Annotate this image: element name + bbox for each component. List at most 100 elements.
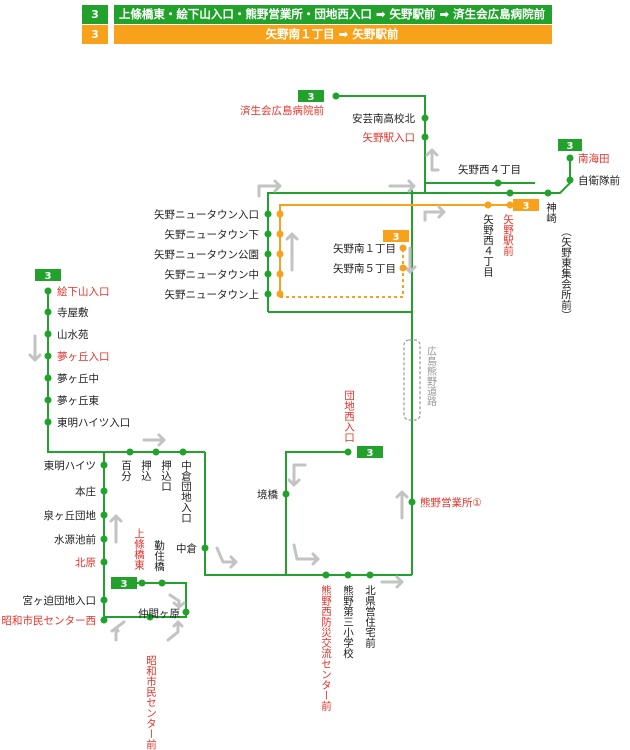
stop-dot <box>276 210 284 218</box>
stop-label-tomei-heights: 東明ハイツ <box>44 459 96 472</box>
stop-label-kanzaki-note: （矢野東集会所前） <box>560 226 572 321</box>
stop-label-honjo: 本庄 <box>75 485 96 498</box>
vertical-stop-labels: 矢野西４丁目 矢野駅前 神崎 （矢野東集会所前） 広島熊野道路 百分 押込 押込… <box>120 201 572 750</box>
stop-dot <box>264 230 272 238</box>
route-badge-minamikaida <box>558 139 582 151</box>
stop-label-kumano-nishi-bosai: 熊野西防災交流センター前 <box>320 584 332 712</box>
stop-dot <box>44 287 52 295</box>
route-badge-yanoeki <box>513 199 539 211</box>
route-badge-saiseikai <box>298 90 324 102</box>
arrow-icon <box>292 543 320 566</box>
stop-label-kitahara: 北原 <box>75 557 96 569</box>
stop-dot <box>264 250 272 258</box>
stop-label-yumegaoka-higashi: 夢ヶ丘東 <box>57 394 99 407</box>
stop-dot <box>276 290 284 298</box>
stop-dot <box>44 352 52 360</box>
stop-label-eshitayama: 絵下山入口 <box>57 285 110 298</box>
arrow-icon <box>395 490 409 520</box>
stop-label-yano-nishi4-horizontal: 矢野西４丁目 <box>458 163 521 176</box>
stop-label-izumigaoka-danchi: 泉ヶ丘団地 <box>44 509 97 522</box>
arrow-icon <box>425 148 440 172</box>
stop-dot <box>366 571 374 579</box>
orange-route-lines <box>279 204 510 298</box>
stop-label-jiyashiki: 寺屋敷 <box>57 306 89 319</box>
stop-label-nakakura: 中倉 <box>176 542 197 555</box>
stop-label-showa-shimin-center-mae: 昭和市民センター前 <box>145 655 157 750</box>
stop-label-kumano-daisan-shogakko: 熊野第三小学校 <box>342 584 354 659</box>
arrow-icon <box>215 546 238 569</box>
green-line-kanzaki <box>548 155 571 194</box>
stop-label-yumegaoka-naka: 夢ヶ丘中 <box>57 372 99 385</box>
stop-dot <box>276 250 284 258</box>
arrow-icon <box>142 433 166 447</box>
stop-dot <box>484 201 492 209</box>
route-badge-yanominami <box>383 230 409 242</box>
route-badge-saiseikai-label: 3 <box>308 92 315 103</box>
green-line-saiseikai <box>336 95 426 183</box>
stop-label-jieitaimae: 自衛隊前 <box>578 174 620 187</box>
stop-label-danchi-nishi-iriguchi: 団地西入口 <box>343 390 355 443</box>
stop-label-miyagasako-danchi: 宮ヶ迫団地入口 <box>23 594 97 607</box>
legend-orange-bar <box>82 25 552 44</box>
stop-label-nt-iriguchi: 矢野ニュータウン入口 <box>154 208 259 221</box>
stop-label-minamikaida: 南海田 <box>578 152 610 165</box>
stop-label-showa-shimin-center-nishi: 昭和市民センター西 <box>2 614 97 627</box>
direction-arrows <box>28 148 446 642</box>
hiroshima-kumano-road-marker <box>403 339 421 421</box>
arrow-icon <box>166 620 184 642</box>
stop-label-yano-minami5: 矢野南５丁目 <box>333 262 396 275</box>
stop-dot <box>44 330 52 338</box>
arrow-icon <box>423 205 446 222</box>
stop-dot <box>264 290 272 298</box>
stop-label-suigenchimae: 水源池前 <box>54 533 96 546</box>
stop-dot <box>100 487 108 495</box>
stop-dot <box>421 133 429 141</box>
arrow-icon <box>403 246 417 274</box>
route-badge-yanoeki-label: 3 <box>523 201 530 212</box>
stop-dot <box>332 92 340 100</box>
stop-label-sansuien: 山水苑 <box>57 328 89 341</box>
stop-dot <box>399 264 407 272</box>
legend-green-bar <box>82 5 552 24</box>
arrow-icon <box>109 514 123 544</box>
stop-label-saiseikai: 済生会広島病院前 <box>240 104 324 117</box>
stop-label-nt-ue: 矢野ニュータウン上 <box>165 288 260 301</box>
stop-dot <box>100 535 108 543</box>
stop-dot <box>182 608 190 616</box>
green-line-danchi-branch <box>285 451 348 575</box>
stop-label-oshikomi-iriguchi: 押込口 <box>160 459 172 491</box>
stop-label-nt-koen: 矢野ニュータウン公園 <box>154 248 259 261</box>
stop-dot <box>566 154 574 162</box>
route-badge-kamijobashi-label: 3 <box>121 579 128 590</box>
stop-dot <box>506 189 514 197</box>
route-badge-eshitayama <box>35 269 61 281</box>
stop-label-yano-eki-iriguchi: 矢野駅入口 <box>363 131 416 144</box>
stop-dot <box>399 244 407 252</box>
stop-label-kumano-eigyosho: 熊野営業所① <box>420 496 482 509</box>
stop-dot <box>566 176 574 184</box>
route-badge-danchinishi-label: 3 <box>367 448 374 459</box>
stop-label-nt-shita: 矢野ニュータウン下 <box>165 228 260 241</box>
stop-dot <box>344 448 352 456</box>
legend-num-divider-green <box>108 5 114 24</box>
stop-dot <box>146 613 154 621</box>
arrow-icon <box>380 575 404 589</box>
stop-dot <box>158 579 166 587</box>
stop-dot <box>44 396 52 404</box>
legend-orange-route-badge: 3 <box>91 28 99 41</box>
green-line-showa-loop <box>103 451 187 618</box>
stop-dot <box>276 230 284 238</box>
orange-line-upper <box>279 204 510 297</box>
stop-label-kamijobashi-higashi: 上條橋東 <box>133 528 145 571</box>
stop-label-sakaibashi: 境橋 <box>257 488 278 501</box>
stop-label-tomei-heights-iriguchi: 東明ハイツ入口 <box>57 416 130 429</box>
stop-label-nt-naka: 矢野ニュータウン中 <box>165 268 260 281</box>
stop-dot <box>506 201 514 209</box>
arrow-icon <box>287 463 307 487</box>
arrow-icon <box>285 232 299 272</box>
stop-dot <box>276 270 284 278</box>
stop-dot <box>494 179 502 187</box>
stop-dot <box>126 448 134 456</box>
stop-dot <box>100 511 108 519</box>
stop-dot <box>44 418 52 426</box>
